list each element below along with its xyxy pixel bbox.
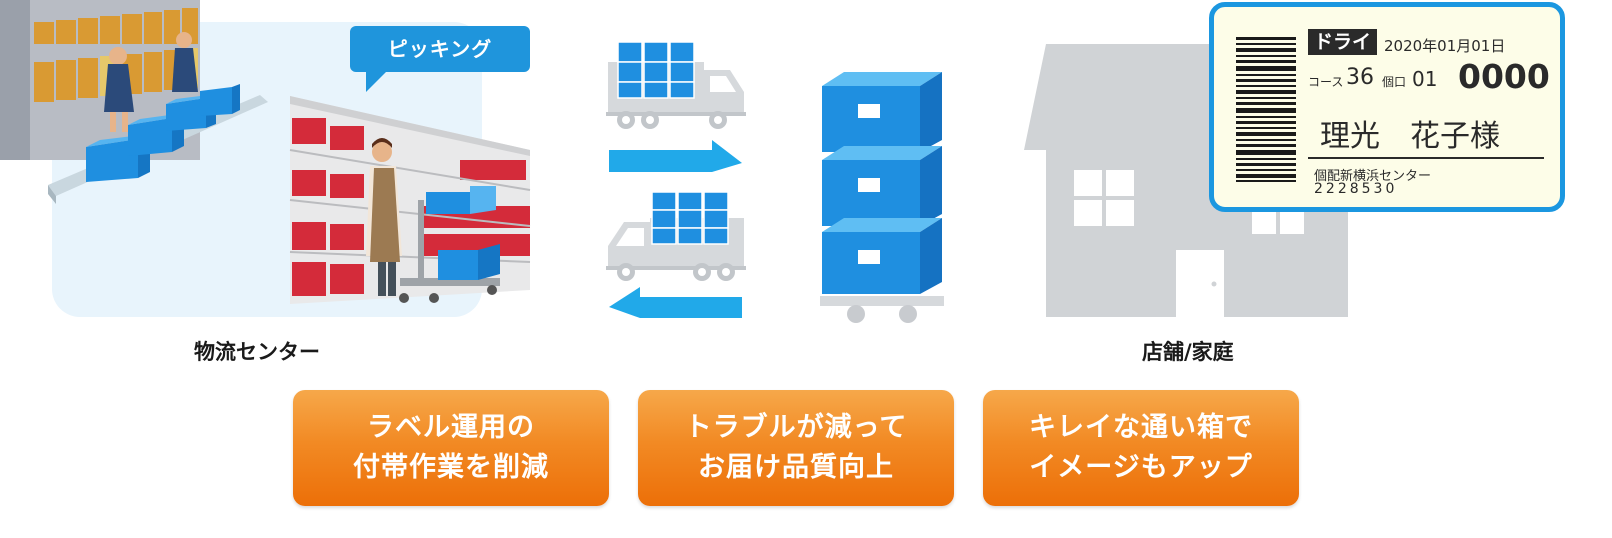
stacked-returnable-boxes bbox=[820, 72, 944, 323]
store-home-caption: 店舗/家庭 bbox=[1142, 340, 1234, 364]
arrow-left-icon bbox=[609, 287, 742, 318]
benefit-line: イメージもアップ bbox=[1029, 452, 1253, 483]
benefit-line: トラブルが減って bbox=[684, 412, 908, 443]
benefit-line: キレイな通い箱で bbox=[1029, 412, 1253, 443]
shipping-label-card: ドライ 2020年01月01日 コース 36 個口 01 0000 理光 花子様… bbox=[1209, 2, 1565, 212]
benefit-image-up: キレイな通い箱で イメージもアップ bbox=[983, 390, 1299, 506]
label-zip: 2228530 bbox=[1314, 181, 1398, 197]
barcode-icon bbox=[1236, 37, 1296, 182]
label-divider bbox=[1308, 157, 1544, 159]
label-code: 0000 bbox=[1458, 57, 1550, 96]
label-count-number: 01 bbox=[1412, 67, 1438, 91]
benefit-quality-up: トラブルが減って お届け品質向上 bbox=[638, 390, 954, 506]
bubble-tail bbox=[366, 70, 388, 92]
benefit-line: お届け品質向上 bbox=[698, 452, 894, 483]
benefit-line: ラベル運用の bbox=[367, 412, 535, 443]
benefit-line: 付帯作業を削減 bbox=[353, 452, 549, 483]
logistics-center-caption: 物流センター bbox=[194, 340, 320, 364]
picking-bubble: ピッキング bbox=[350, 26, 530, 72]
sorting-shelf-illustration bbox=[0, 0, 268, 204]
label-delivery-center: 個配新横浜センター bbox=[1314, 169, 1432, 184]
delivery-truck-outbound bbox=[606, 41, 746, 129]
delivery-truck-return bbox=[606, 191, 746, 281]
label-course-prefix: コース bbox=[1308, 75, 1344, 89]
label-recipient-name: 理光 花子様 bbox=[1320, 119, 1500, 154]
label-course-number: 36 bbox=[1346, 65, 1374, 90]
arrow-right-icon bbox=[609, 140, 742, 172]
picking-shelf-illustration bbox=[289, 96, 531, 304]
label-tag: ドライ bbox=[1308, 29, 1378, 55]
label-date: 2020年01月01日 bbox=[1384, 37, 1506, 55]
benefit-reduce-work: ラベル運用の 付帯作業を削減 bbox=[293, 390, 609, 506]
label-count-prefix: 個口 bbox=[1382, 75, 1407, 89]
